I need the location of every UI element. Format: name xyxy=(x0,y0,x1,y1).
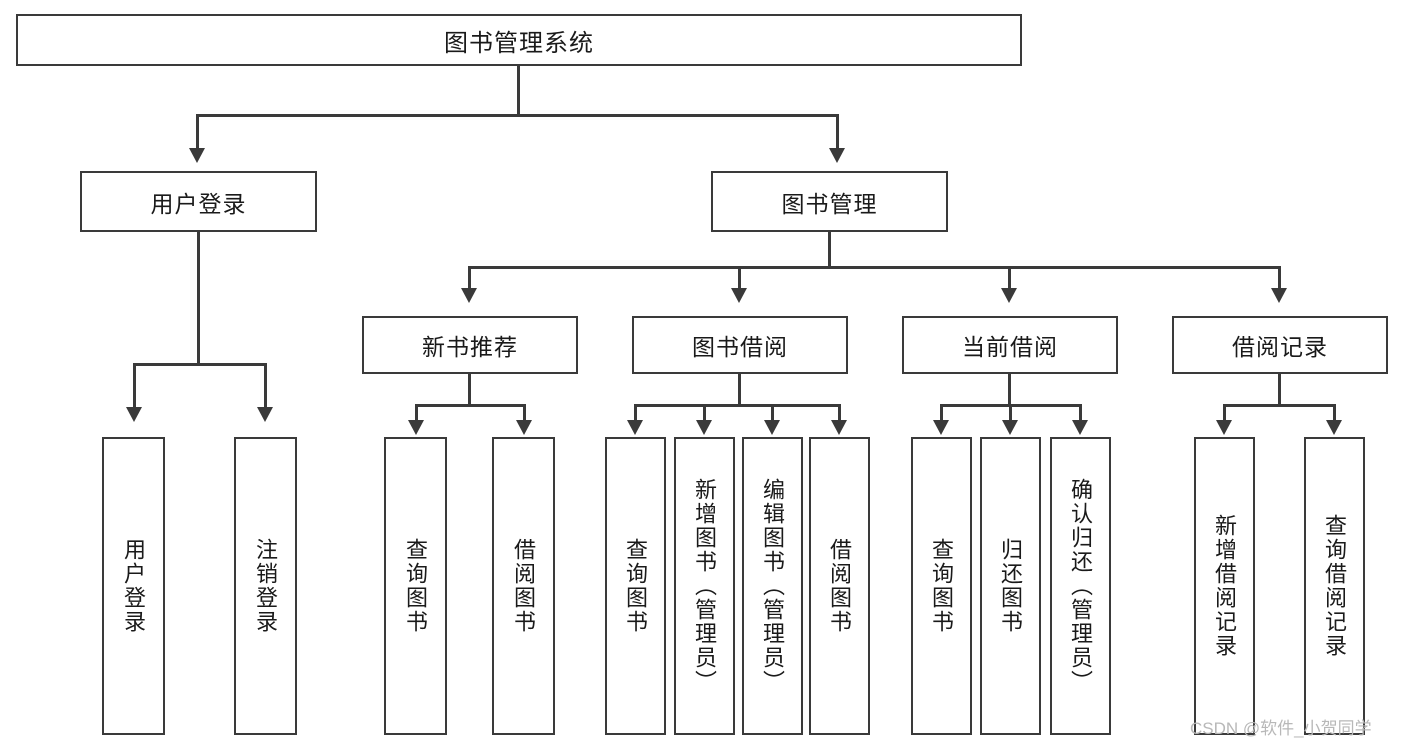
node-label: 归还图书 xyxy=(998,538,1024,634)
arrow-root-to-book-mgmt xyxy=(829,148,845,163)
leaf-current-confirm-return[interactable]: 确认归还（管理员） xyxy=(1050,437,1111,735)
connector-borrow-to-leaf1 xyxy=(634,404,637,422)
arrow-borrow-to-leaf2 xyxy=(696,420,712,435)
leaf-recommend-borrow-book[interactable]: 借阅图书 xyxy=(492,437,555,735)
connector-recommend-to-leaf2 xyxy=(523,404,526,422)
node-user-login[interactable]: 用户登录 xyxy=(80,171,317,232)
arrow-current-to-leaf3 xyxy=(1072,420,1088,435)
connector-book-mgmt-stem xyxy=(828,232,831,268)
node-label: 用户登录 xyxy=(150,190,247,217)
node-label: 确认归还（管理员） xyxy=(1068,478,1094,694)
connector-borrow-bus xyxy=(634,404,841,407)
connector-user-login-to-leaf1 xyxy=(133,363,136,409)
arrow-borrow-to-leaf3 xyxy=(764,420,780,435)
connector-current-to-leaf2 xyxy=(1009,404,1012,422)
leaf-recommend-query-book[interactable]: 查询图书 xyxy=(384,437,447,735)
connector-book-mgmt-to-borrow xyxy=(738,266,741,290)
arrow-root-to-user-login xyxy=(189,148,205,163)
node-label: 编辑图书（管理员） xyxy=(760,478,786,694)
leaf-current-return-book[interactable]: 归还图书 xyxy=(980,437,1041,735)
leaf-borrow-query-book[interactable]: 查询图书 xyxy=(605,437,666,735)
node-label: 借阅图书 xyxy=(827,538,853,634)
connector-records-stem xyxy=(1278,374,1281,406)
connector-user-login-to-leaf2 xyxy=(264,363,267,409)
leaf-borrow-add-book[interactable]: 新增图书（管理员） xyxy=(674,437,735,735)
connector-borrow-to-leaf2 xyxy=(703,404,706,422)
leaf-records-add-record[interactable]: 新增借阅记录 xyxy=(1194,437,1255,735)
node-label: 注销登录 xyxy=(253,538,279,634)
connector-borrow-stem xyxy=(738,374,741,406)
arrow-borrow-to-leaf4 xyxy=(831,420,847,435)
connector-borrow-to-leaf3 xyxy=(771,404,774,422)
arrow-user-login-to-leaf1 xyxy=(126,407,142,422)
connector-current-stem xyxy=(1008,374,1011,406)
arrow-records-to-leaf1 xyxy=(1216,420,1232,435)
connector-root-to-user-login xyxy=(196,114,199,150)
arrow-book-mgmt-to-current xyxy=(1001,288,1017,303)
arrow-current-to-leaf1 xyxy=(933,420,949,435)
node-label: 查询图书 xyxy=(623,538,649,634)
connector-recommend-stem xyxy=(468,374,471,406)
connector-recommend-bus xyxy=(415,404,526,407)
leaf-borrow-edit-book[interactable]: 编辑图书（管理员） xyxy=(742,437,803,735)
connector-book-mgmt-to-records xyxy=(1278,266,1281,290)
leaf-records-query-record[interactable]: 查询借阅记录 xyxy=(1304,437,1365,735)
node-label: 新书推荐 xyxy=(422,334,518,360)
connector-records-to-leaf1 xyxy=(1223,404,1226,422)
node-label: 新增图书（管理员） xyxy=(692,478,718,694)
node-label: 借阅图书 xyxy=(511,538,537,634)
node-label: 查询图书 xyxy=(403,538,429,634)
connector-current-to-leaf1 xyxy=(940,404,943,422)
connector-records-bus xyxy=(1223,404,1336,407)
connector-book-mgmt-bus xyxy=(468,266,1280,269)
arrow-current-to-leaf2 xyxy=(1002,420,1018,435)
connector-user-login-bus xyxy=(133,363,267,366)
node-label: 当前借阅 xyxy=(962,334,1058,360)
node-root-system[interactable]: 图书管理系统 xyxy=(16,14,1022,66)
arrow-book-mgmt-to-records xyxy=(1271,288,1287,303)
arrow-book-mgmt-to-recommend xyxy=(461,288,477,303)
node-new-book-recommend[interactable]: 新书推荐 xyxy=(362,316,578,374)
node-book-borrow[interactable]: 图书借阅 xyxy=(632,316,848,374)
node-label: 图书管理 xyxy=(781,190,878,217)
arrow-book-mgmt-to-borrow xyxy=(731,288,747,303)
node-label: 图书管理系统 xyxy=(444,29,594,57)
connector-root-to-book-mgmt xyxy=(836,114,839,150)
connector-user-login-stem xyxy=(197,232,200,365)
leaf-user-login-login[interactable]: 用户登录 xyxy=(102,437,165,735)
arrow-records-to-leaf2 xyxy=(1326,420,1342,435)
node-book-management[interactable]: 图书管理 xyxy=(711,171,948,232)
connector-book-mgmt-to-current xyxy=(1008,266,1011,290)
node-label: 用户登录 xyxy=(121,538,147,634)
node-label: 新增借阅记录 xyxy=(1212,514,1238,658)
arrow-user-login-to-leaf2 xyxy=(257,407,273,422)
connector-recommend-to-leaf1 xyxy=(415,404,418,422)
leaf-current-query-book[interactable]: 查询图书 xyxy=(911,437,972,735)
arrow-borrow-to-leaf1 xyxy=(627,420,643,435)
node-label: 图书借阅 xyxy=(692,334,788,360)
connector-root-bus xyxy=(196,114,839,117)
node-label: 查询图书 xyxy=(929,538,955,634)
node-label: 查询借阅记录 xyxy=(1322,514,1348,658)
connector-records-to-leaf2 xyxy=(1333,404,1336,422)
leaf-borrow-borrow-book[interactable]: 借阅图书 xyxy=(809,437,870,735)
arrow-recommend-to-leaf2 xyxy=(516,420,532,435)
node-label: 借阅记录 xyxy=(1232,334,1328,360)
arrow-recommend-to-leaf1 xyxy=(408,420,424,435)
node-current-borrow[interactable]: 当前借阅 xyxy=(902,316,1118,374)
connector-root-stem xyxy=(517,66,520,116)
connector-book-mgmt-to-recommend xyxy=(468,266,471,290)
leaf-user-login-logout[interactable]: 注销登录 xyxy=(234,437,297,735)
connector-borrow-to-leaf4 xyxy=(838,404,841,422)
connector-current-to-leaf3 xyxy=(1079,404,1082,422)
node-borrow-records[interactable]: 借阅记录 xyxy=(1172,316,1388,374)
